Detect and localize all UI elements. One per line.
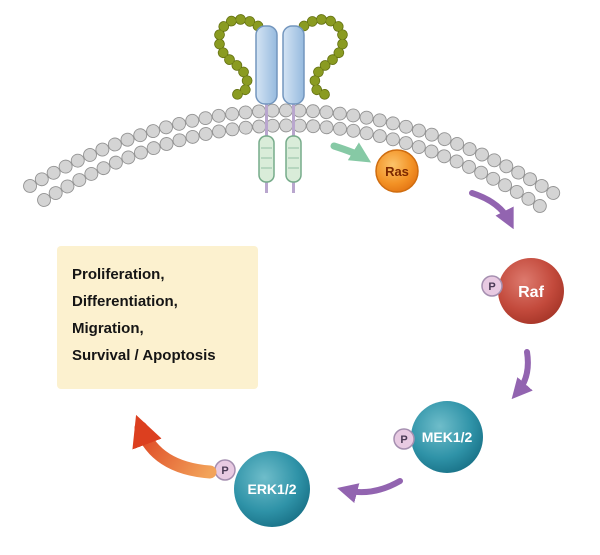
- receptor-subunit-left: [255, 25, 278, 105]
- ras-label: Ras: [385, 164, 409, 179]
- phosphate-label-mek: P: [400, 434, 407, 446]
- raf-label: Raf: [518, 284, 544, 301]
- arrow-mek-to-erk: [337, 478, 403, 503]
- receptor-subunit-right: [282, 25, 305, 105]
- arrow-receptor-to-ras: [330, 142, 372, 163]
- outcome-line-migration: Migration,: [72, 320, 144, 337]
- receptor-kinase-domain-left: [258, 135, 275, 183]
- outcome-line-proliferation: Proliferation,: [72, 266, 165, 283]
- membrane-inner-leaflet: [38, 119, 552, 216]
- raf-node: Raf P: [481, 258, 564, 324]
- raf-circle: [498, 258, 564, 324]
- plasma-membrane: [23, 103, 565, 217]
- phosphate-label-erk: P: [221, 465, 228, 477]
- arrow-erk-to-outcomes: [132, 414, 217, 479]
- receptor-kinase-domain-right: [285, 135, 302, 183]
- ras-node: Ras: [375, 149, 419, 193]
- arrow-ras-to-raf: [469, 190, 514, 230]
- glycan-chain-right: [299, 15, 348, 99]
- mek-circle: [411, 401, 483, 473]
- mek-label: MEK1/2: [422, 429, 473, 445]
- mek-node: MEK1/2 P: [393, 401, 483, 473]
- erk-label: ERK1/2: [247, 481, 296, 497]
- erk-circle: [234, 451, 310, 527]
- receptor-complex: [213, 14, 349, 193]
- membrane-outer-leaflet: [24, 104, 564, 202]
- phosphate-badge-mek: [393, 428, 415, 450]
- phosphate-label-raf: P: [488, 281, 495, 293]
- outcome-line-survival-apoptosis: Survival / Apoptosis: [72, 347, 216, 364]
- phosphate-badge-raf: [481, 275, 503, 297]
- outcome-box: Proliferation, Differentiation, Migratio…: [57, 246, 258, 389]
- ras-circle: [375, 149, 419, 193]
- arrow-raf-to-mek: [511, 349, 533, 400]
- glycan-chain-left: [214, 15, 263, 99]
- outcome-line-differentiation: Differentiation,: [72, 293, 178, 310]
- kinase-domain-stripes: [261, 147, 299, 169]
- erk-node: ERK1/2 P: [214, 451, 310, 527]
